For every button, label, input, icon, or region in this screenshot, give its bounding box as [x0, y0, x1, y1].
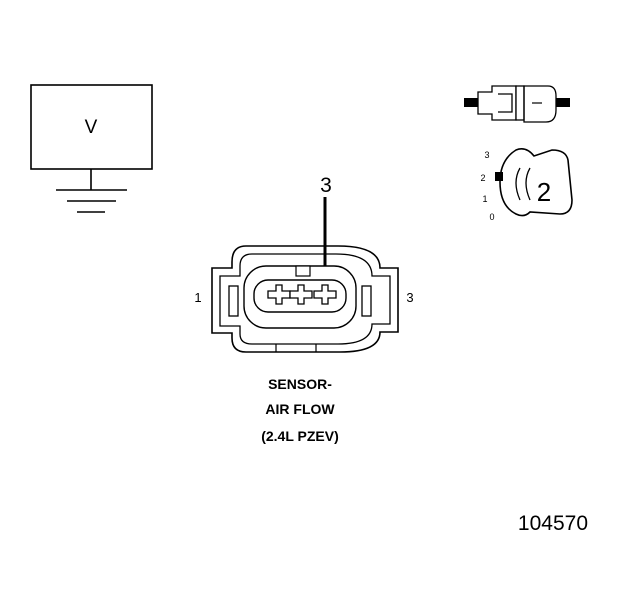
- adapter-dial-scale-2: 2: [480, 173, 485, 183]
- connector-end-label-left: 1: [194, 290, 201, 305]
- voltmeter-symbol: V: [85, 117, 98, 138]
- adapter-dial-body: [499, 148, 573, 217]
- sensor-caption-line3: (2.4L PZEV): [261, 428, 339, 444]
- connector-key-top: [295, 265, 311, 277]
- ground-icon: [56, 169, 127, 213]
- sensor-caption-line2: AIR FLOW: [265, 401, 335, 417]
- connector-latch-left: [228, 285, 239, 317]
- sensor-caption-line1: SENSOR-: [268, 376, 332, 392]
- sensor-caption: SENSOR- AIR FLOW (2.4L PZEV): [261, 376, 339, 444]
- voltmeter-box: [30, 84, 153, 170]
- adapter-dial-scale-0: 0: [489, 212, 494, 222]
- connector-latch-right: [361, 285, 372, 317]
- adapter-dial: 3 2 1 0 2: [480, 148, 573, 222]
- terminal-3: [313, 284, 337, 305]
- adapter-dial-scale-3: 3: [484, 150, 489, 160]
- probe-pin-label: 3: [320, 174, 332, 197]
- connector-outer-shell: [211, 245, 399, 353]
- adapter-side-view: [464, 85, 570, 123]
- connector-inner-shell: [219, 253, 391, 345]
- connector-face: [211, 245, 399, 353]
- voltmeter: V: [30, 84, 153, 213]
- adapter-dial-scale-1: 1: [482, 194, 487, 204]
- adapter-dial-selected: 2: [537, 177, 551, 207]
- connector-end-label-right: 3: [406, 290, 413, 305]
- figure-number: 104570: [518, 512, 588, 535]
- adapter-dial-marker: [495, 172, 503, 181]
- terminal-2: [289, 284, 313, 305]
